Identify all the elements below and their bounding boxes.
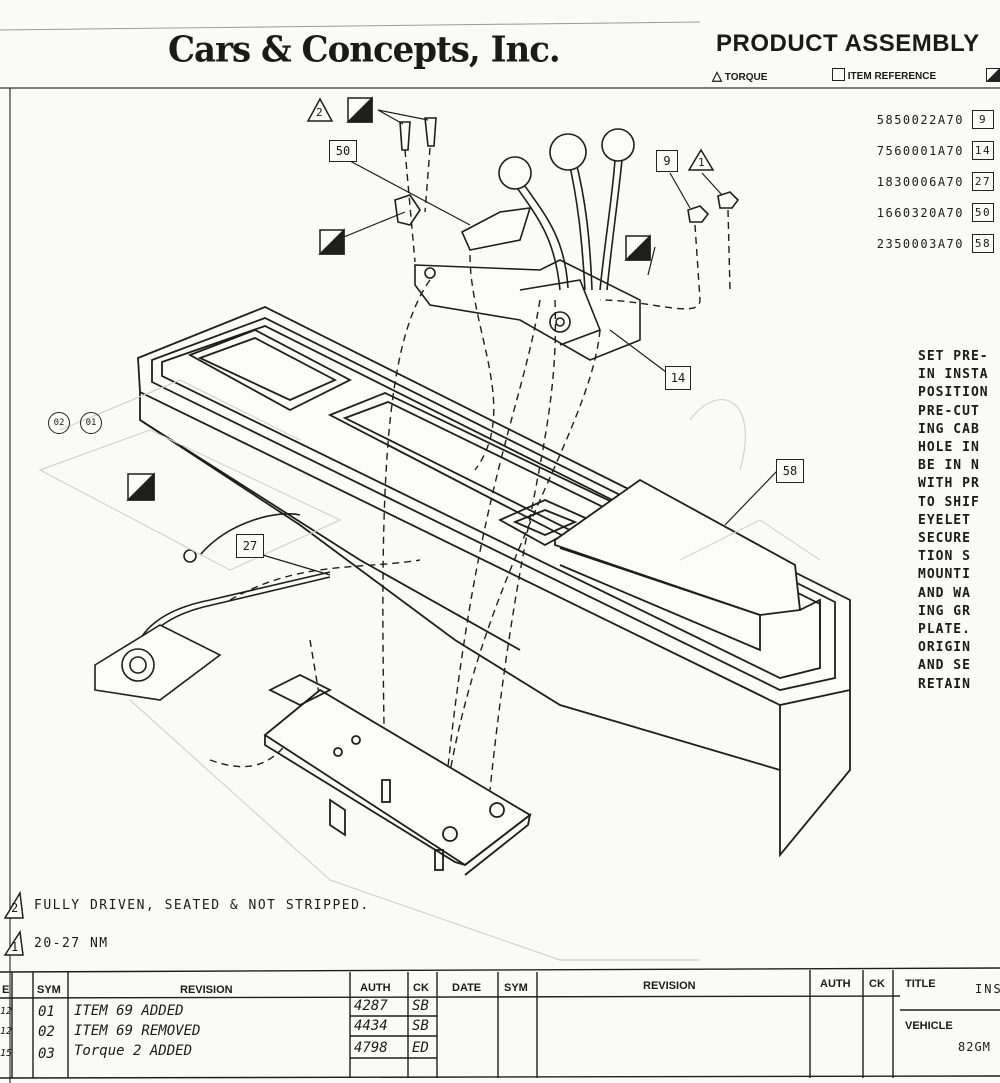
triangle-icon: △	[712, 68, 722, 83]
col-header-sym-2: SYM	[504, 982, 528, 994]
table-row-ck: SB	[412, 998, 429, 1014]
background-ghost-drawing	[38, 379, 821, 961]
parts-list-row: 1660320A70 50	[846, 197, 994, 228]
table-row-ck: ED	[412, 1040, 429, 1056]
table-row-revision: ITEM 69 REMOVED	[74, 1023, 201, 1039]
col-header-title: TITLE	[905, 978, 936, 990]
callout-item-27: 27	[236, 534, 264, 558]
shift-cable	[94, 513, 331, 701]
col-header-ck-2: CK	[869, 978, 885, 990]
mounting-plate	[263, 673, 532, 876]
table-row-auth: 4434	[354, 1018, 388, 1034]
table-row-auth: 4798	[354, 1040, 388, 1056]
table-row-lead: 12	[0, 1006, 13, 1017]
company-logo: Cars & Concepts, Inc.	[168, 29, 561, 71]
col-header-revision-2: REVISION	[643, 980, 696, 992]
col-header-date: DATE	[452, 982, 482, 994]
col-header-sym: SYM	[37, 984, 61, 996]
callout-item-50: 50	[329, 140, 357, 162]
col-header-auth-2: AUTH	[820, 978, 851, 990]
col-header-vehicle: VEHICLE	[905, 1020, 953, 1032]
console-body	[137, 306, 851, 858]
note-1-number: 1	[11, 940, 19, 954]
revision-table: E SYM REVISION AUTH CK DATE SYM REVISION…	[0, 968, 1000, 1083]
table-row-revision: ITEM 69 ADDED	[74, 1003, 184, 1019]
title-value: INS	[975, 982, 1000, 996]
torque-number-label: 2	[316, 106, 323, 119]
callout-item-14: 14	[665, 366, 691, 390]
callout-item-58: 58	[776, 459, 804, 483]
table-row-lead: 15	[0, 1048, 13, 1059]
table-row-ck: SB	[412, 1018, 429, 1034]
table-row-lead: 12	[0, 1026, 13, 1037]
table-row-revision: Torque 2 ADDED	[74, 1043, 193, 1059]
parts-list: 5850022A70 9 7560001A70 14 1830006A70 27…	[846, 104, 994, 259]
legend-item-reference: ITEM REFERENCE	[832, 68, 936, 82]
table-row-sym: 03	[38, 1046, 55, 1062]
revision-circle-01: 01	[80, 412, 102, 434]
revision-circle-02: 02	[48, 412, 70, 434]
col-header-ck: CK	[413, 982, 429, 994]
parts-list-row: 5850022A70 9	[846, 104, 994, 135]
table-row-sym: 02	[38, 1024, 55, 1040]
vehicle-value: 82GM	[958, 1040, 991, 1054]
note-1-text: 20-27 NM	[34, 936, 109, 951]
document-title: PRODUCT ASSEMBLY	[716, 30, 980, 57]
leader-lines	[255, 109, 779, 576]
table-row-auth: 4287	[354, 998, 388, 1014]
square-icon	[832, 68, 845, 81]
parts-list-row: 2350003A70 58	[846, 228, 994, 259]
parts-list-row: 7560001A70 14	[846, 135, 994, 166]
revision-table-grid	[0, 967, 1000, 1079]
parts-list-row: 1830006A70 27	[846, 166, 994, 197]
col-header-auth: AUTH	[360, 982, 391, 994]
torque-triangle-icon	[3, 97, 715, 956]
legend-torque: △ TORQUE	[712, 68, 768, 83]
torque-number-label: 1	[698, 156, 705, 169]
table-row-sym: 01	[38, 1004, 55, 1020]
note-2-text: FULLY DRIVEN, SEATED & NOT STRIPPED.	[34, 898, 370, 913]
shifter-mechanism	[394, 117, 740, 361]
col-header-revision: REVISION	[180, 984, 233, 996]
note-2-number: 2	[11, 901, 19, 915]
reference-square-icon	[126, 96, 651, 501]
frame-line	[0, 21, 701, 31]
callout-item-9: 9	[656, 150, 678, 172]
